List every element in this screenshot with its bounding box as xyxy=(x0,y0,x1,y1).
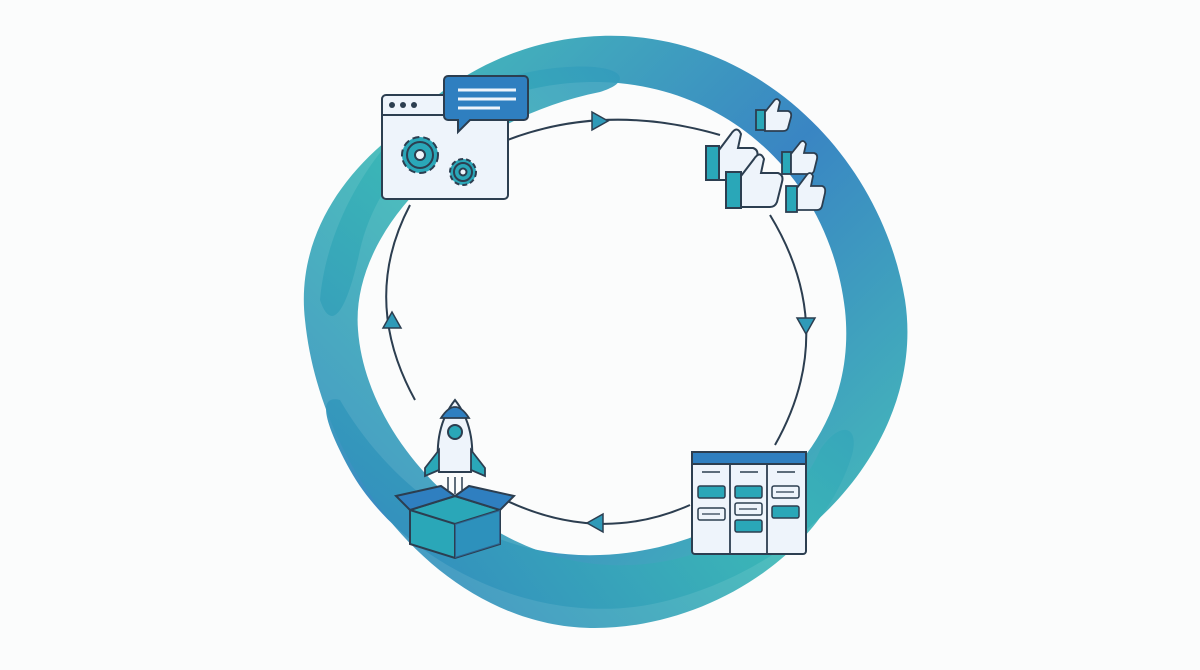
chat-bubble-icon xyxy=(443,75,529,135)
edge-launch-to-settings xyxy=(385,204,416,401)
small-gear-icon xyxy=(449,158,477,186)
arrowhead-left xyxy=(381,310,403,329)
arrowhead-bottom xyxy=(585,512,604,534)
thumb-4 xyxy=(725,153,784,209)
gear-icon xyxy=(401,136,439,174)
thumb-5 xyxy=(785,172,827,213)
rocket-icon xyxy=(424,398,486,494)
thumb-1 xyxy=(755,98,793,132)
rocket-box-icon xyxy=(394,398,516,560)
thumbs-up-icon xyxy=(705,98,827,213)
kanban-board-icon xyxy=(691,451,807,555)
cycle-ring xyxy=(381,110,817,534)
box-icon xyxy=(394,484,516,560)
arrowhead-top xyxy=(591,110,610,132)
settings-feedback-icon xyxy=(381,75,529,200)
edge-settings-to-approval xyxy=(494,118,721,146)
edge-approval-to-planning xyxy=(769,214,808,446)
arrowhead-right xyxy=(795,317,817,336)
